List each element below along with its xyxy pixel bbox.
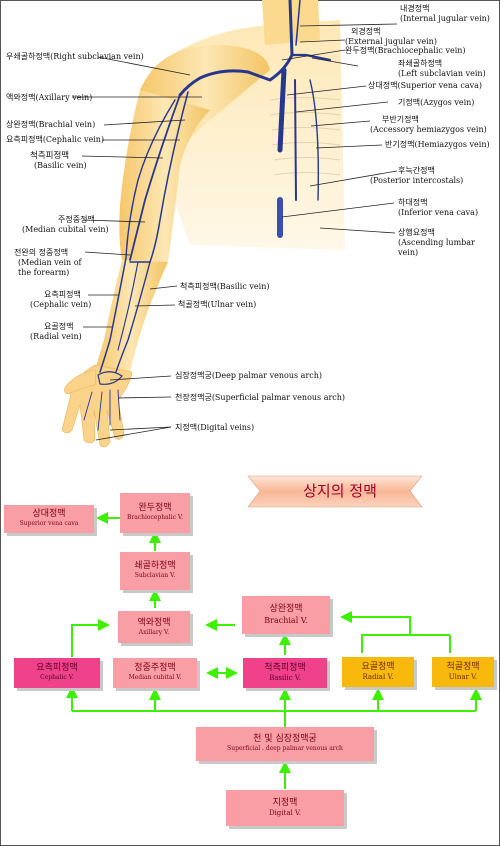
label-deep-palmar: 심장정맥궁(Deep palmar venous arch) (175, 371, 323, 380)
label-accessory-hemiazygos: 부반기정맥(Accessory hemiazygos vein) (370, 115, 487, 134)
label-inferior-vena-cava: 하대정맥(Inferior vena cava) (398, 198, 479, 217)
label-cephalic-upper: 요측피정맥(Cephalic vein) (6, 135, 105, 144)
label-azygos: 기정맥(Azygos vein) (398, 98, 475, 107)
label-posterior-intercostals: 후늑간정맥(Posterior intercostals) (370, 166, 464, 185)
chart-title: 상지의 정맥 (303, 482, 377, 500)
arm-vein-illustration: 내경정맥(Internal jugular vein) 외경정맥(Externa… (6, 0, 490, 448)
label-digital: 지정맥(Digital veins) (175, 423, 255, 432)
label-superior-vena-cava: 상대정맥(Superior vena cava) (368, 81, 483, 90)
label-median-cubital: 주정중정맥(Median cubital vein) (22, 215, 109, 234)
label-internal-jugular: 내경정맥(Internal jugular vein) (400, 4, 490, 23)
label-cephalic-lower: 요측피정맥(Cephalic vein) (30, 290, 92, 309)
label-ulnar: 척골정맥(Ulnar vein) (178, 300, 257, 309)
label-hemiazygos: 반기정맥(Hemiazygos vein) (385, 140, 490, 149)
label-axillary: 액와정맥(Axillary vein) (6, 93, 93, 102)
label-ascending-lumbar: 상행요정맥(Ascending lumbar vein) (398, 228, 475, 257)
label-radial: 요골정맥(Radial vein) (30, 322, 82, 341)
flow-arrows (66, 475, 482, 789)
label-basilic-upper: 척측피정맥(Basilic vein) (30, 151, 87, 170)
label-external-jugular: 외경정맥(External jugular vein) (345, 27, 437, 46)
label-superficial-palmar: 천장정맥궁(Superficial palmar venous arch) (175, 393, 346, 402)
label-median-forearm: 전완의 정중정맥(Median vein of the forearm) (14, 248, 82, 277)
arm-anatomy-drawing (61, 0, 398, 448)
title-ribbon (247, 475, 423, 508)
label-basilic-lower: 척측피정맥(Basilic vein) (180, 282, 270, 291)
label-brachiocephalic: 완두정맥(Brachiocephalic vein) (345, 46, 466, 55)
label-left-subclavian: 좌쇄골하정맥(Left subclavian vein) (398, 59, 486, 78)
label-brachial: 상완정맥(Brachial vein) (6, 120, 96, 129)
label-right-subclavian: 우쇄골하정맥(Right subclavian vein) (6, 52, 144, 61)
